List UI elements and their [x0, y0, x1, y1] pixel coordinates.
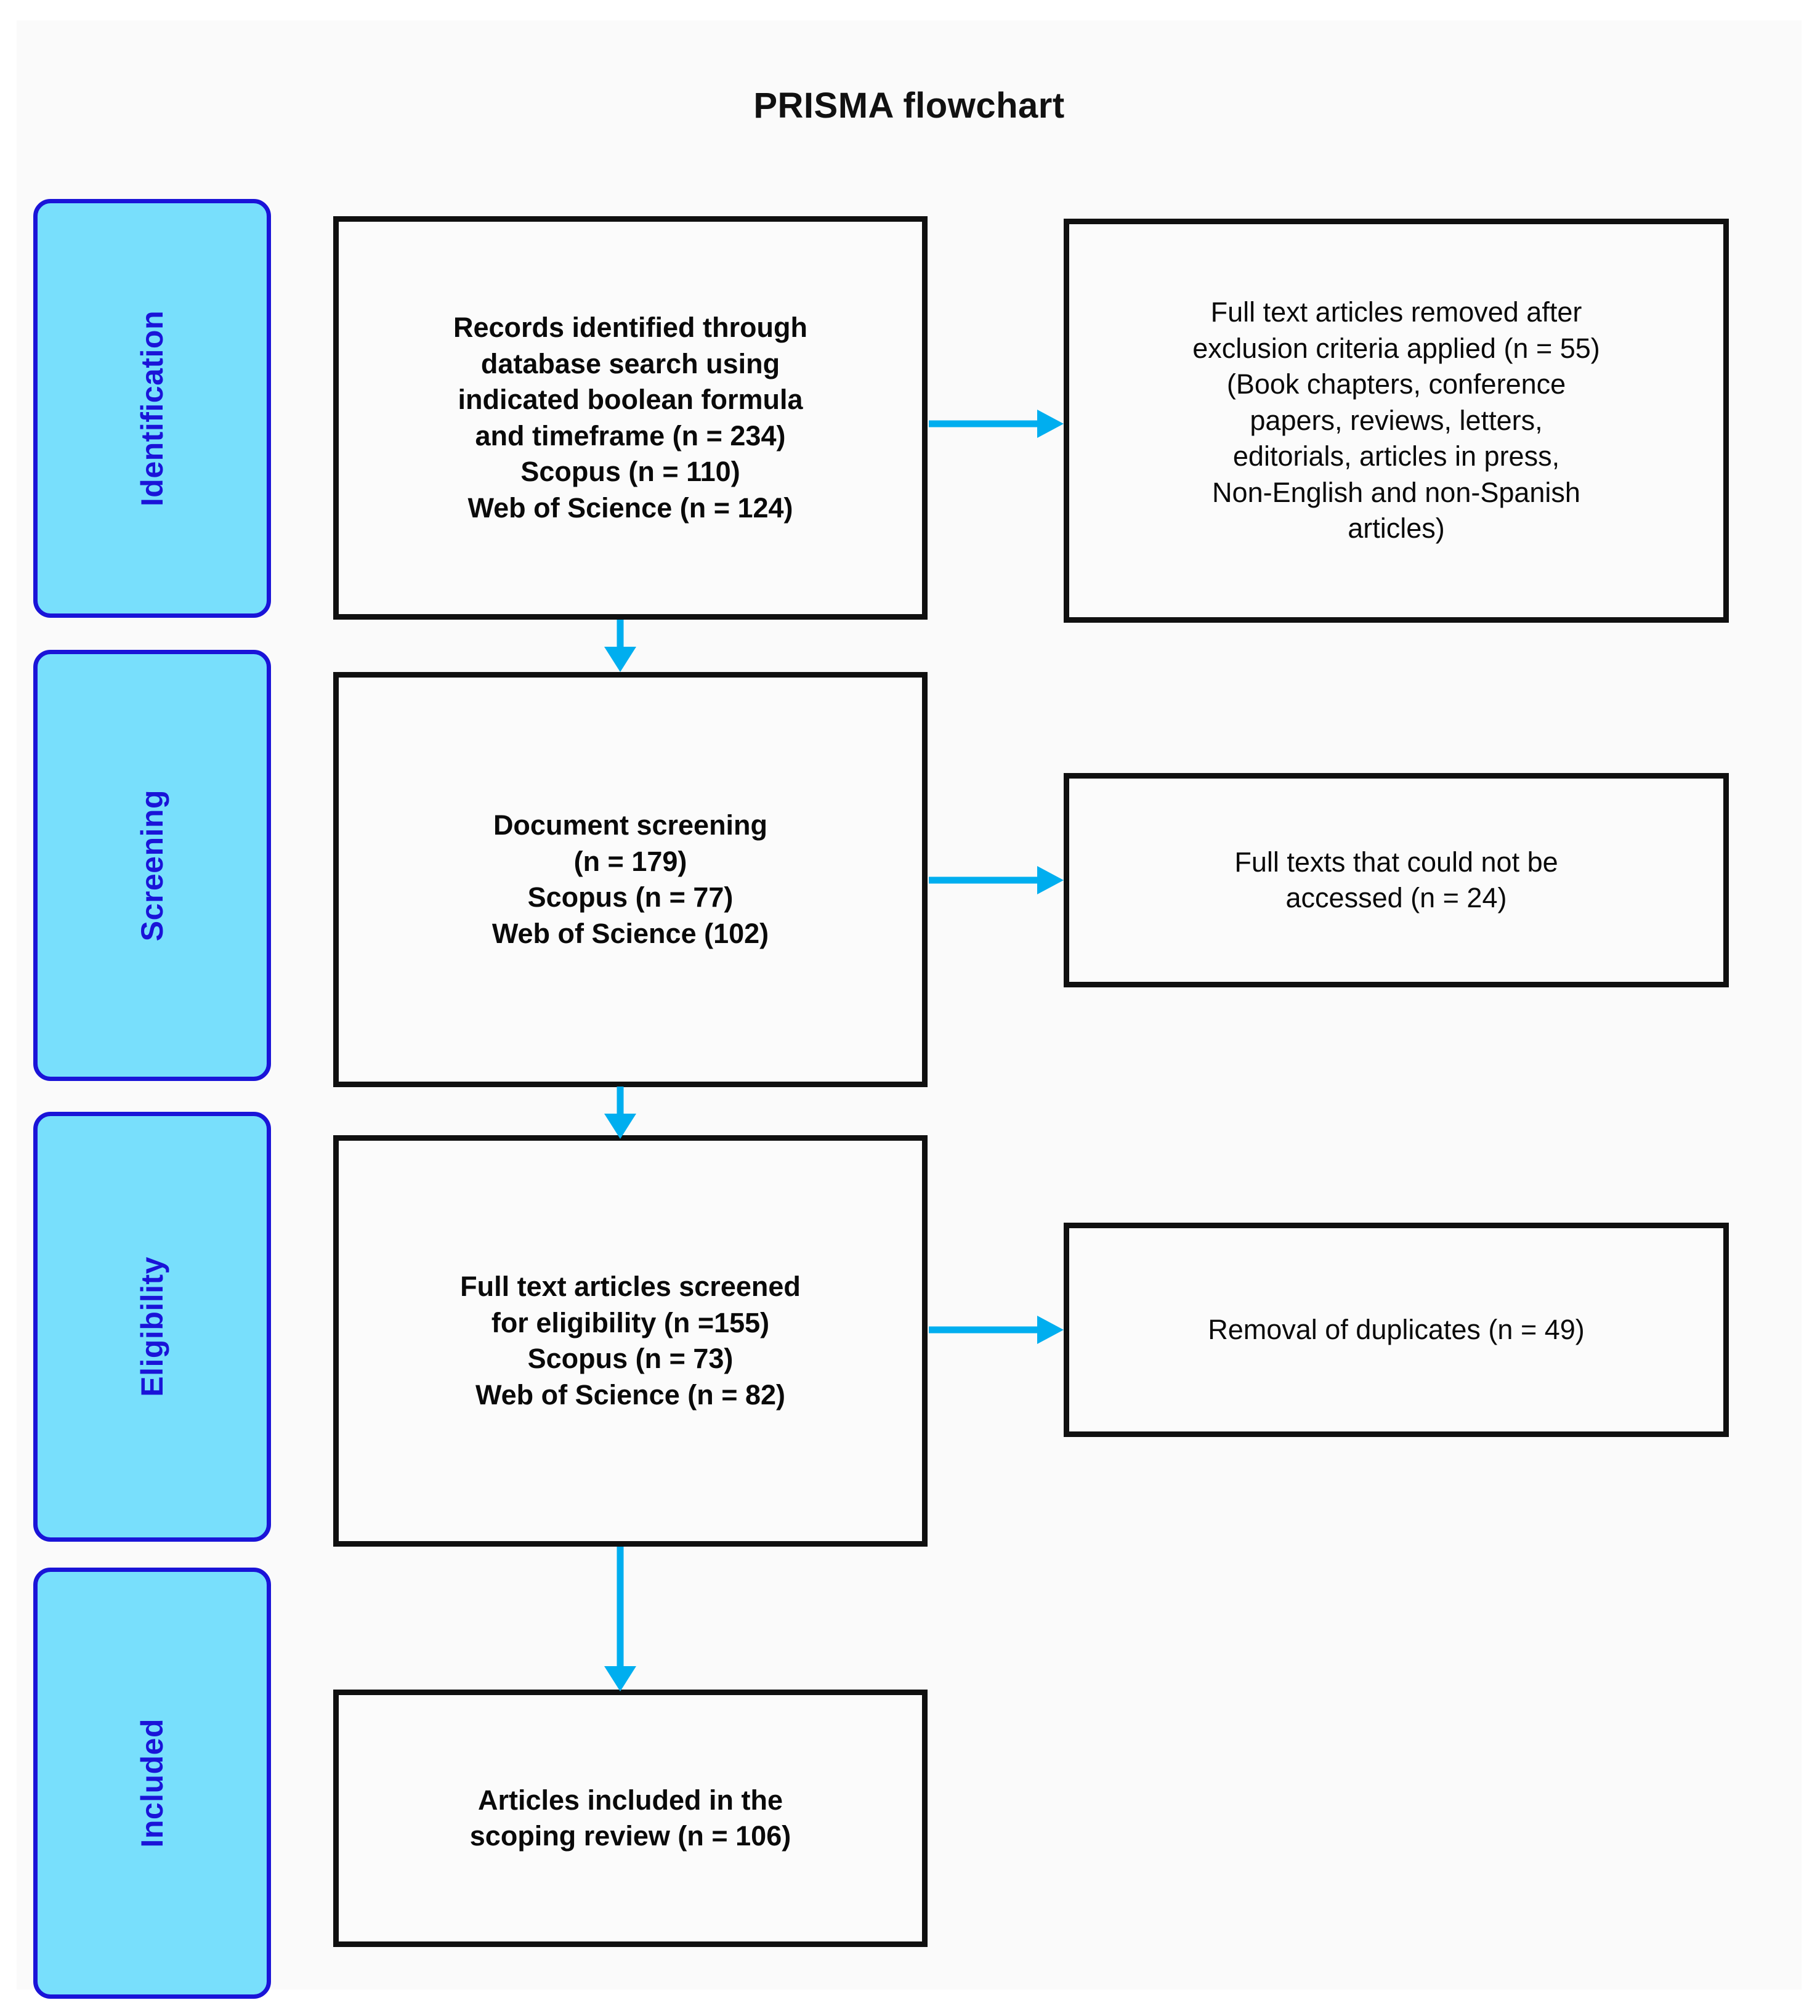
- stage-label-screening: Screening: [38, 654, 267, 1077]
- node-duplicates-text: Removal of duplicates (n = 49): [1069, 1312, 1723, 1348]
- node-removed-after-criteria-text: Full text articles removed after exclusi…: [1069, 294, 1723, 547]
- node-removed-after-criteria: Full text articles removed after exclusi…: [1064, 219, 1729, 623]
- node-eligibility-text: Full text articles screened for eligibil…: [339, 1269, 922, 1413]
- stage-chip-screening: Screening: [33, 650, 271, 1081]
- node-line: database search using: [480, 347, 780, 379]
- page-title: PRISMA flowchart: [753, 86, 1065, 126]
- arrow-eligibility-to-duplicates: [928, 1311, 1064, 1348]
- stage-label-included: Included: [38, 1572, 267, 1994]
- stage-label-eligibility: Eligibility: [38, 1116, 267, 1537]
- node-line: Web of Science (n = 124): [467, 492, 793, 524]
- node-not-accessible-text: Full texts that could not be accessed (n…: [1069, 844, 1723, 917]
- node-line: Scopus (n = 110): [520, 456, 740, 487]
- stage-label-eligibility-text: Eligibility: [135, 1257, 169, 1397]
- node-line: Scopus (n = 73): [527, 1343, 734, 1374]
- node-included: Articles included in the scoping review …: [333, 1690, 928, 1947]
- node-line: Non-English and non-Spanish: [1212, 476, 1580, 508]
- stage-label-identification: Identification: [38, 203, 267, 613]
- arrow-screening-to-not-accessible: [928, 862, 1064, 899]
- node-line: Full text articles removed after: [1210, 296, 1582, 328]
- node-not-accessible: Full texts that could not be accessed (n…: [1064, 773, 1729, 987]
- arrow-screening-to-eligibility: [596, 1087, 645, 1140]
- node-line: (n = 179): [573, 845, 687, 877]
- node-line: and timeframe (n = 234): [475, 419, 786, 451]
- node-line: indicated boolean formula: [458, 384, 803, 415]
- arrow-identification-to-screening: [596, 620, 645, 673]
- arrow-identification-to-removed: [928, 405, 1064, 442]
- node-line: Articles included in the: [477, 1784, 783, 1816]
- diagram-canvas: PRISMA flowchart Identification Screenin…: [17, 20, 1802, 1999]
- node-line: articles): [1348, 512, 1445, 544]
- arrow-eligibility-to-included: [596, 1547, 645, 1692]
- node-eligibility: Full text articles screened for eligibil…: [333, 1135, 928, 1547]
- node-line: scoping review (n = 106): [469, 1820, 791, 1852]
- node-line: for eligibility (n =155): [491, 1306, 770, 1338]
- node-line: papers, reviews, letters,: [1250, 404, 1543, 436]
- node-line: Records identified through: [453, 312, 807, 343]
- node-line: Scopus (n = 77): [527, 881, 734, 913]
- stage-chip-included: Included: [33, 1568, 271, 1999]
- node-identification-text: Records identified through database sear…: [339, 310, 922, 526]
- node-line: editorials, articles in press,: [1232, 440, 1560, 472]
- stage-chip-identification: Identification: [33, 199, 271, 618]
- stage-label-identification-text: Identification: [135, 310, 169, 507]
- node-line: (Book chapters, conference: [1226, 368, 1566, 400]
- node-duplicates: Removal of duplicates (n = 49): [1064, 1223, 1729, 1437]
- node-line: Document screening: [493, 809, 768, 841]
- node-line: Removal of duplicates (n = 49): [1208, 1313, 1585, 1345]
- node-line: Web of Science (n = 82): [475, 1378, 786, 1411]
- node-line: Web of Science (102): [491, 917, 769, 949]
- node-line: exclusion criteria applied (n = 55): [1192, 332, 1600, 364]
- stage-chip-eligibility: Eligibility: [33, 1112, 271, 1542]
- node-identification: Records identified through database sear…: [333, 216, 928, 620]
- node-line: Full text articles screened: [460, 1271, 801, 1302]
- node-screening-text: Document screening (n = 179) Scopus (n =…: [339, 808, 922, 952]
- node-line: Full texts that could not be: [1234, 846, 1558, 878]
- node-included-text: Articles included in the scoping review …: [339, 1783, 922, 1855]
- node-line: accessed (n = 24): [1285, 882, 1507, 913]
- stage-label-screening-text: Screening: [135, 789, 169, 942]
- stage-label-included-text: Included: [135, 1718, 169, 1848]
- node-screening: Document screening (n = 179) Scopus (n =…: [333, 672, 928, 1087]
